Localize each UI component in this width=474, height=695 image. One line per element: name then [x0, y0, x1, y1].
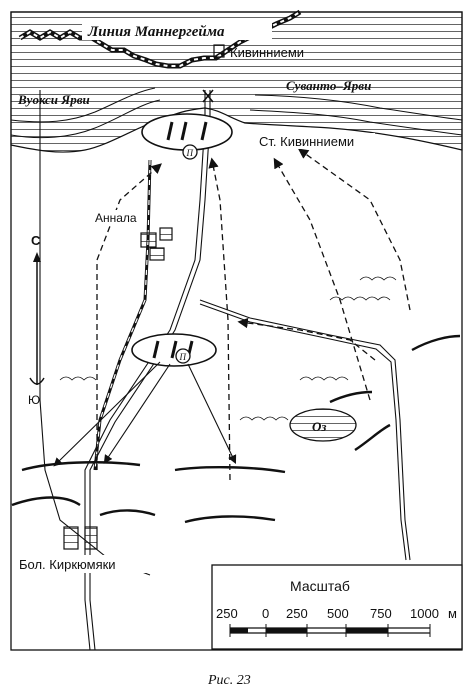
scale-unit: м — [448, 606, 457, 621]
st-kivinniemi-label: Ст. Кивинниеми — [259, 134, 354, 149]
annala-label: Аннала — [95, 211, 137, 225]
lake-label: Оз — [312, 419, 326, 434]
svg-text:П: П — [186, 148, 194, 158]
fire-lines — [53, 361, 237, 467]
scale-title: Масштаб — [290, 578, 350, 594]
small-lake — [289, 408, 357, 442]
bridge-icon — [202, 89, 214, 103]
svg-text:П: П — [179, 352, 187, 362]
enemy-strongpoint-icon: П — [141, 113, 233, 160]
railway — [93, 159, 152, 471]
scale-tick-5: 1000 — [410, 606, 439, 621]
kivinniemi-label: Кивинниеми — [230, 45, 304, 60]
building-icon — [63, 44, 225, 550]
compass-north-label: С — [31, 233, 41, 248]
bol-kirkyumyaki-label: Бол. Киркюмяки — [19, 557, 116, 572]
compass-arrow-icon — [29, 252, 45, 385]
figure-caption: Рис. 23 — [207, 673, 251, 688]
forest-patches — [59, 276, 397, 421]
scale-tick-1: 0 — [262, 606, 269, 621]
scale-box: Масштаб 250 0 250 500 750 1000 м — [211, 564, 463, 650]
scale-tick-3: 500 — [327, 606, 349, 621]
scale-tick-4: 750 — [370, 606, 392, 621]
scale-tick-0: 250 — [216, 606, 238, 621]
mannerheim-line-label: Линия Маннергейма — [87, 24, 225, 40]
front-lines — [11, 334, 461, 524]
water-body — [10, 11, 463, 153]
suvanto-yarvi-label: Суванто–Ярви — [286, 78, 371, 93]
scale-tick-2: 250 — [286, 606, 308, 621]
compass-south-label: Ю — [28, 393, 40, 407]
enemy-strongpoint-icon: П — [131, 333, 217, 367]
advance-routes — [96, 148, 411, 481]
vuoksi-yarvi-label: Вуокси Ярви — [17, 92, 90, 107]
